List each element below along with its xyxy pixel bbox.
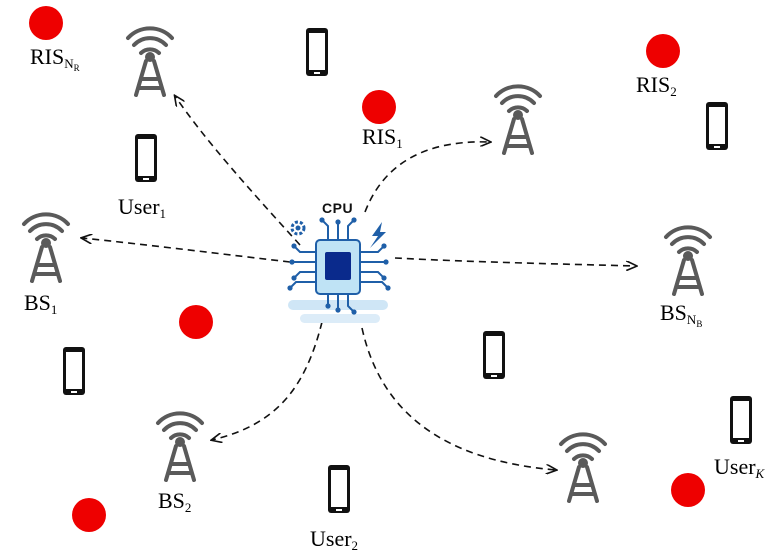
antenna-tower-icon — [494, 84, 542, 155]
users — [63, 28, 752, 513]
label-user-2: User2 — [310, 526, 359, 553]
ris-node — [72, 498, 106, 532]
ris-nr-node — [29, 6, 63, 40]
smartphone-icon — [328, 465, 350, 513]
smartphone-icon — [306, 28, 328, 76]
smartphone-icon — [63, 347, 85, 395]
link-to-bs-nr-side — [175, 96, 301, 246]
label-ris-1: RIS1 — [362, 124, 403, 151]
antenna-tower-icon — [664, 225, 712, 296]
cpu-chip-icon — [287, 217, 391, 323]
link-to-top-tower — [364, 142, 490, 213]
smartphone-icon — [135, 134, 157, 182]
gear-icon — [290, 220, 306, 236]
links — [82, 96, 636, 470]
antenna-tower-icon — [126, 26, 174, 97]
ris-node — [671, 473, 705, 507]
label-bs-1: BS1 — [24, 290, 58, 317]
label-ris-nr: RISNR — [30, 44, 80, 73]
label-bs-2: BS2 — [158, 488, 192, 515]
ris-2-node — [646, 34, 680, 68]
antenna-tower-icon — [156, 411, 204, 482]
lightning-icon — [370, 222, 386, 248]
antenna-tower-icon — [559, 432, 607, 503]
antenna-tower-icon — [22, 212, 70, 283]
ris-nodes — [29, 6, 705, 532]
smartphone-icon — [706, 102, 728, 150]
link-to-bs-2 — [212, 321, 323, 440]
ris-node — [179, 305, 213, 339]
label-ris-2: RIS2 — [636, 72, 677, 99]
cpu-label: CPU — [322, 200, 354, 216]
ris-1-node — [362, 90, 396, 124]
smartphone-icon — [483, 331, 505, 379]
link-to-bottom-tower — [361, 327, 556, 470]
smartphone-icon — [730, 396, 752, 444]
link-to-bs-nb — [394, 257, 636, 266]
label-user-1: User1 — [118, 194, 167, 221]
label-user-k: UserK — [714, 454, 765, 481]
link-to-bs-1 — [82, 238, 291, 263]
label-bs-nb: BSNB — [660, 300, 703, 329]
